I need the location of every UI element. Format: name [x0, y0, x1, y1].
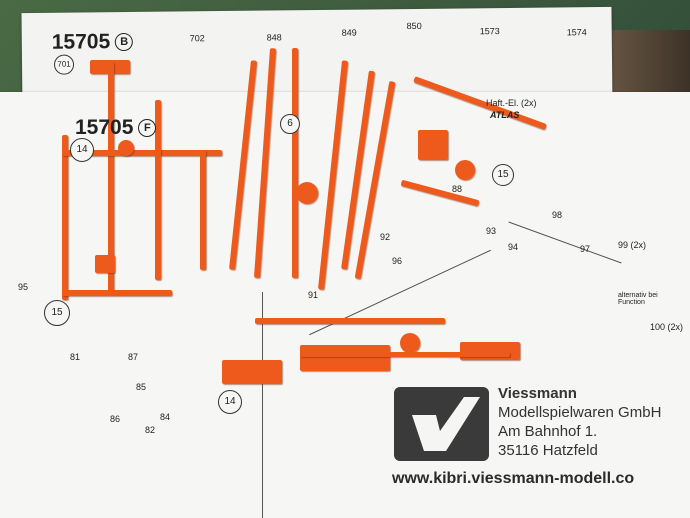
- part-number: 99 (2x): [618, 240, 647, 250]
- part-number: 85: [136, 382, 147, 392]
- alt-note: alternativ bei Function: [618, 292, 658, 306]
- sprue-part: [62, 290, 172, 296]
- part-label: 849: [341, 27, 357, 38]
- atlas-label: ATLAS: [490, 110, 520, 120]
- manufacturer-address: Viessmann Modellspielwaren GmbH Am Bahnh…: [498, 384, 686, 460]
- sprue-part: [155, 100, 161, 280]
- street-address: Am Bahnhof 1.: [498, 423, 598, 440]
- part-number: 92: [380, 232, 391, 242]
- part-number: 91: [308, 290, 319, 300]
- sprue-part: [62, 135, 68, 300]
- part-number: 82: [145, 425, 156, 435]
- header-note: Haft.-El. (2x): [486, 98, 537, 108]
- drawing-line: [508, 221, 622, 264]
- brand-name: Viessmann: [498, 385, 577, 402]
- variant-badge: F: [138, 119, 157, 138]
- sprue-part: [62, 150, 222, 156]
- sprue-part: [222, 360, 282, 384]
- sprue-part: [418, 130, 448, 160]
- step-label: 14: [218, 390, 242, 414]
- part-label: 1573: [479, 26, 500, 37]
- part-number: 100 (2x): [650, 322, 684, 332]
- part-number: 84: [160, 412, 171, 422]
- sprue-part: [300, 352, 510, 357]
- part-number: 81: [70, 352, 81, 362]
- part-number: 94: [508, 242, 519, 252]
- sprue-part: [118, 140, 134, 156]
- sprue-part: [400, 333, 420, 353]
- part-number: 97: [580, 244, 591, 254]
- step-label: 14: [70, 138, 94, 162]
- sprue-part: [292, 48, 298, 278]
- step-label: 6: [280, 114, 300, 134]
- sprue-part: [108, 62, 114, 292]
- part-number: 88: [452, 184, 463, 194]
- viessmann-logo: [394, 387, 489, 461]
- part-number: 87: [128, 352, 139, 362]
- step-label: 15: [492, 164, 514, 186]
- sprue-part: [300, 345, 390, 371]
- part-number: 98: [552, 210, 563, 220]
- part-number: 96: [392, 256, 403, 266]
- city-address: 35116 Hatzfeld: [498, 442, 598, 459]
- sprue-part: [255, 318, 445, 324]
- sprue-part: [95, 255, 115, 273]
- sprue-part: [455, 160, 475, 180]
- part-number: 95: [18, 282, 29, 292]
- part-label: 850: [406, 20, 422, 32]
- divider-line: [262, 292, 263, 518]
- step-label: 15: [44, 300, 70, 326]
- part-label: 702: [189, 33, 205, 44]
- part-label: 701: [53, 54, 75, 75]
- part-number: 93: [486, 226, 497, 236]
- sprue-part: [296, 182, 318, 204]
- website-url: www.kibri.viessmann-modell.co: [392, 470, 635, 487]
- part-number: 86: [110, 414, 121, 424]
- variant-badge: B: [115, 33, 134, 52]
- sprue-part: [200, 150, 206, 270]
- part-label: 848: [266, 32, 282, 43]
- part-label: 1574: [566, 27, 587, 38]
- company-name: Modellspielwaren GmbH: [498, 404, 662, 421]
- sprue-part: [460, 342, 520, 360]
